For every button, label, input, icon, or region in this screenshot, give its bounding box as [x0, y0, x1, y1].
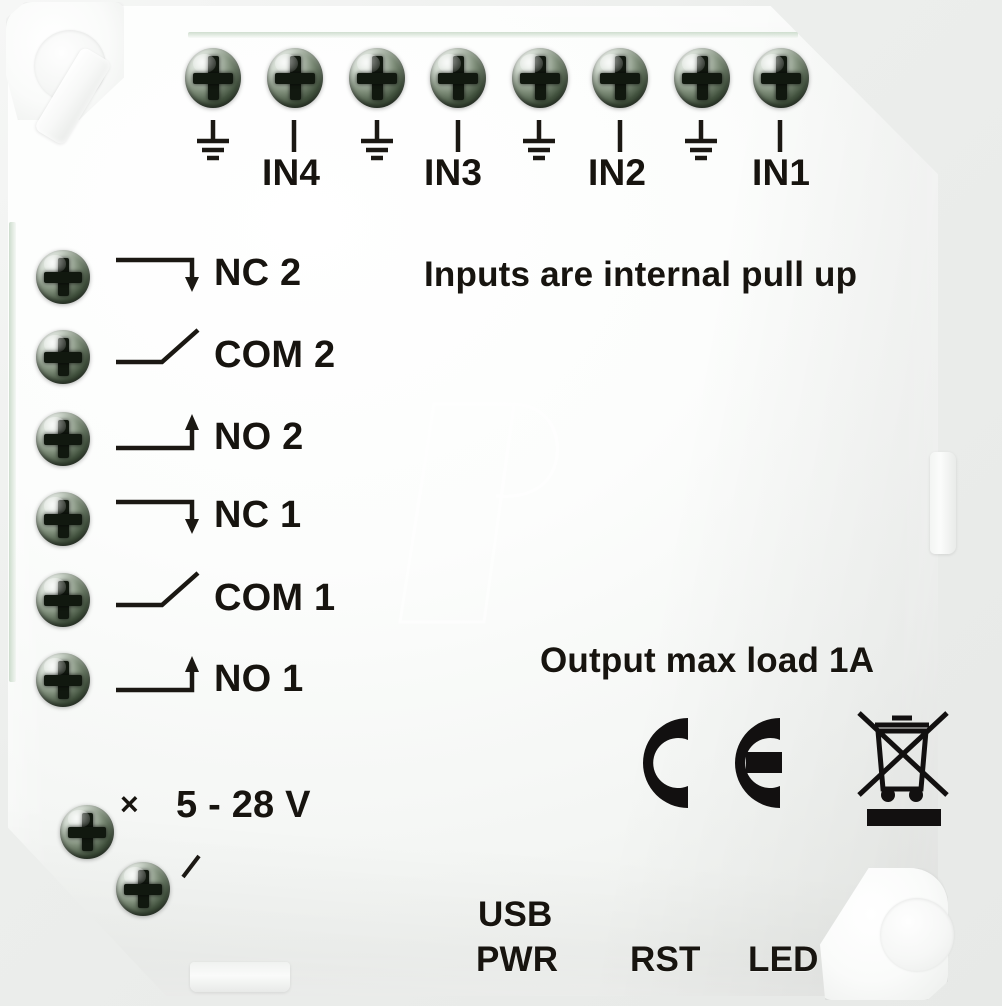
- output-max-load-note: Output max load 1A: [540, 641, 875, 680]
- terminal-label-nc1: NC 1: [214, 494, 302, 536]
- screw-glint: [43, 497, 67, 515]
- inputs-pullup-note: Inputs are internal pull up: [424, 255, 858, 294]
- voltage-range-label: 5 - 28 V: [176, 784, 311, 826]
- screw-terminal-no1[interactable]: [36, 653, 90, 707]
- screw-terminal-power-negative[interactable]: [116, 862, 170, 916]
- screw-glint: [43, 335, 67, 353]
- ce-conformity-mark: [643, 718, 782, 808]
- bottom-label-led: LED: [748, 940, 819, 979]
- screw-glint: [192, 54, 217, 74]
- housing-tab-right: [930, 452, 956, 554]
- power-slash-mark: [181, 854, 201, 879]
- screw-terminal-in2[interactable]: [592, 48, 648, 108]
- signal-line-symbol: [777, 120, 783, 152]
- screw-terminal-com2[interactable]: [36, 330, 90, 384]
- earth-ground-symbol: [523, 120, 555, 161]
- terminal-label-com2: COM 2: [214, 334, 336, 376]
- screw-glint: [274, 54, 299, 74]
- bottom-label-usb: USB: [478, 895, 553, 934]
- normally-closed-contact-symbol: [116, 499, 199, 534]
- screw-terminal-no2[interactable]: [36, 412, 90, 466]
- input-label-in4: IN4: [262, 152, 321, 193]
- terminal-block-strip-top: [188, 32, 798, 38]
- weee-crossed-out-bin-mark: [857, 711, 949, 826]
- mounting-hole-bottom-right: [880, 898, 954, 972]
- input-label-in2: IN2: [588, 152, 647, 193]
- screw-glint: [519, 54, 544, 74]
- screw-glint: [437, 54, 462, 74]
- screw-glint: [43, 658, 67, 676]
- terminal-label-no1: NO 1: [214, 658, 304, 700]
- signal-line-symbol: [291, 120, 297, 152]
- earth-ground-symbol: [685, 120, 717, 161]
- bottom-label-pwr: PWR: [476, 940, 559, 979]
- terminal-label-no2: NO 2: [214, 416, 304, 458]
- bottom-label-rst: RST: [630, 940, 701, 979]
- screw-glint: [43, 255, 67, 273]
- screw-terminal-in4[interactable]: [267, 48, 323, 108]
- terminal-block-strip-left: [9, 222, 16, 682]
- screw-glint: [681, 54, 706, 74]
- power-cross-mark: ×: [120, 786, 139, 822]
- screw-glint: [356, 54, 381, 74]
- normally-closed-contact-symbol: [116, 257, 199, 292]
- input-label-in1: IN1: [752, 152, 811, 193]
- normally-open-contact-symbol: [116, 656, 199, 693]
- screw-glint: [43, 578, 67, 596]
- signal-line-symbol: [617, 120, 623, 152]
- terminal-label-com1: COM 1: [214, 577, 336, 619]
- screw-terminal-nc2[interactable]: [36, 250, 90, 304]
- screw-terminal-gnd-1[interactable]: [674, 48, 730, 108]
- screw-glint: [760, 54, 785, 74]
- signal-line-symbol: [455, 120, 461, 152]
- screw-glint: [599, 54, 624, 74]
- earth-ground-symbol: [197, 120, 229, 161]
- input-label-in3: IN3: [424, 152, 483, 193]
- screw-terminal-gnd-2[interactable]: [512, 48, 568, 108]
- screw-terminal-nc1[interactable]: [36, 492, 90, 546]
- screw-glint: [67, 810, 91, 828]
- screw-glint: [43, 417, 67, 435]
- screw-terminal-power-positive[interactable]: [60, 805, 114, 859]
- common-contact-symbol: [116, 571, 200, 608]
- screw-terminal-gnd-3[interactable]: [349, 48, 405, 108]
- screw-glint: [123, 867, 147, 885]
- screw-terminal-com1[interactable]: [36, 573, 90, 627]
- screw-terminal-in3[interactable]: [430, 48, 486, 108]
- common-contact-symbol: [116, 328, 200, 365]
- screw-terminal-in1[interactable]: [753, 48, 809, 108]
- normally-open-contact-symbol: [116, 414, 199, 451]
- screw-terminal-gnd-4[interactable]: [185, 48, 241, 108]
- earth-ground-symbol: [361, 120, 393, 161]
- housing-tab-bottom: [190, 962, 290, 992]
- terminal-label-nc2: NC 2: [214, 252, 302, 294]
